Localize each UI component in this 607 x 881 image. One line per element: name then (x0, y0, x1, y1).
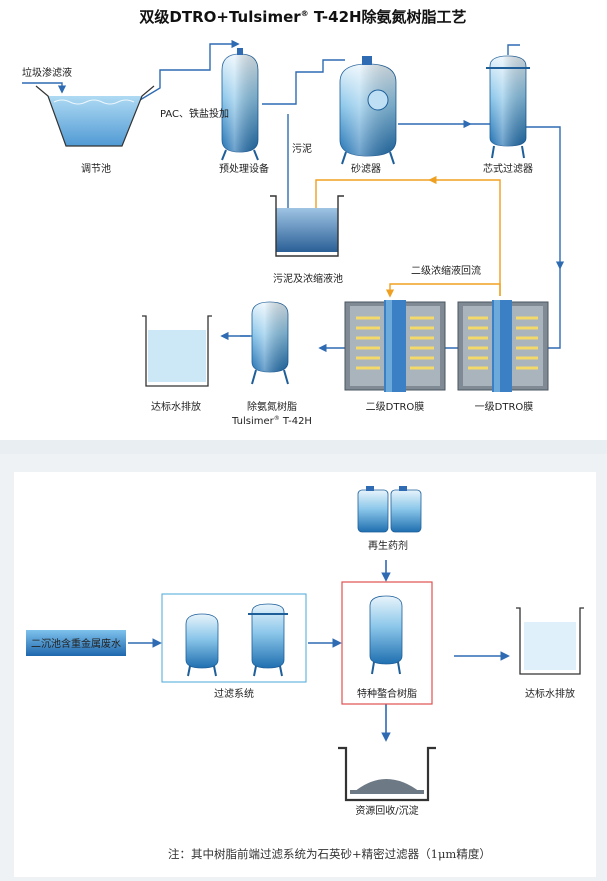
sand-filter-vessel (339, 56, 397, 165)
recovery-basin (338, 746, 436, 802)
dtro1-module (457, 300, 549, 392)
discharge-label-top: 达标水排放 (151, 400, 201, 413)
footnote: 注：其中树脂前端过滤系统为石英砂+精密过滤器（1μm精度） (168, 847, 491, 861)
landfill-leachate-label: 垃圾渗滤液 (22, 66, 72, 79)
pretreatment-label: 预处理设备 (219, 162, 269, 175)
resin-label-line2: Tulsimer® T-42H (231, 415, 312, 427)
diagram-title: 双级DTRO+Tulsimer® T-42H除氨氮树脂工艺 (139, 8, 466, 26)
sludge-tank-label: 污泥及浓缩液池 (273, 272, 343, 285)
cartridge-filter-vessel (486, 55, 530, 159)
filter-system-label: 过滤系统 (214, 687, 254, 700)
pretreatment-vessel (221, 48, 259, 161)
regulating-tank (35, 85, 155, 147)
regulating-tank-label: 调节池 (81, 162, 111, 175)
sludge-tank (270, 195, 344, 257)
chelating-resin-box (341, 581, 433, 705)
discharge-tank-bottom (516, 607, 584, 675)
second-concentrate-return-label: 二级浓缩液回流 (411, 264, 481, 277)
sludge-label: 污泥 (292, 142, 312, 155)
wastewater-label: 二沉池含重金属废水 (31, 637, 121, 650)
cartridge-filter-label: 芯式过滤器 (483, 162, 533, 175)
panel-separator (0, 440, 607, 454)
regen-agent-label: 再生药剂 (368, 539, 408, 552)
dtro1-label: 一级DTRO膜 (475, 401, 534, 413)
discharge-label-bottom: 达标水排放 (525, 687, 575, 700)
dtro2-module (344, 300, 446, 392)
bottom-pipes (128, 560, 510, 742)
regen-agent-drums (357, 486, 422, 533)
resin-vessel-top (251, 301, 289, 385)
chelating-resin-label: 特种螯合树脂 (357, 687, 417, 700)
sand-filter-label: 砂滤器 (351, 162, 381, 175)
discharge-tank-top (142, 315, 212, 387)
pac-dosing-label: PAC、铁盐投加 (160, 107, 229, 120)
dtro2-label: 二级DTRO膜 (366, 401, 425, 413)
resin-label-line1: 除氨氮树脂 (247, 400, 297, 413)
filter-system-box (161, 593, 307, 683)
wastewater-bar (26, 630, 126, 656)
recovery-label: 资源回收/沉淀 (355, 804, 418, 817)
bottom-panel (14, 472, 596, 877)
return-pipes (315, 175, 501, 298)
